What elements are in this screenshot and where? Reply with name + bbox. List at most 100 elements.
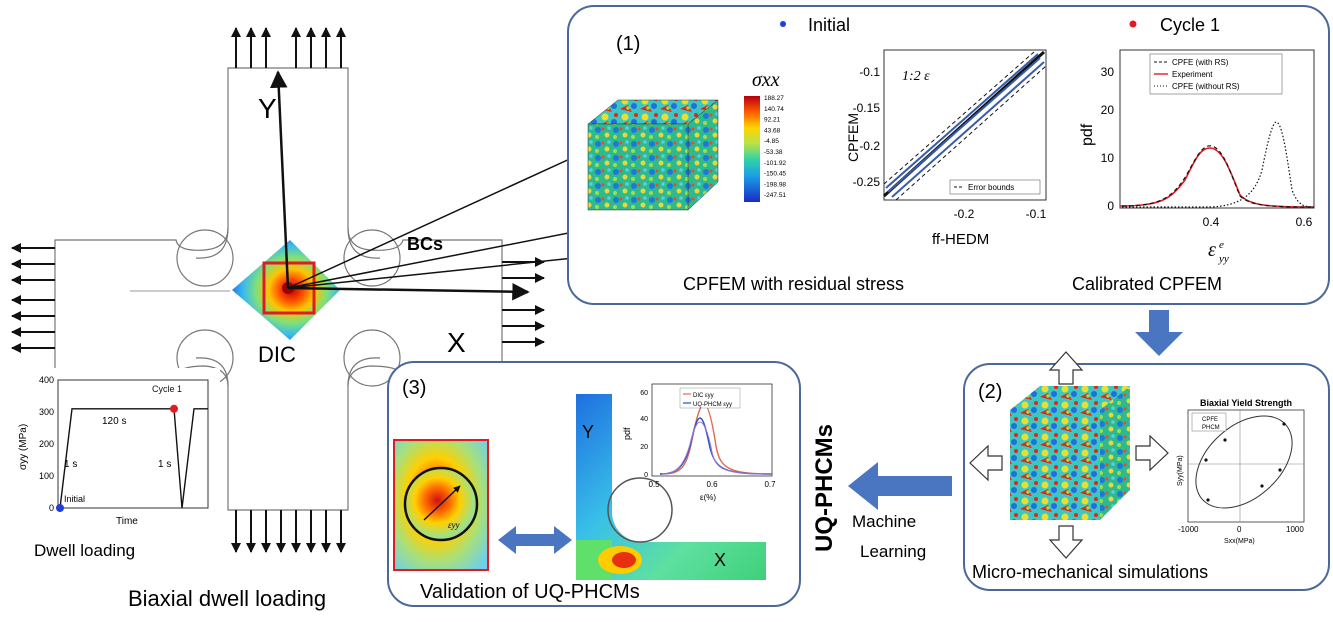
colorbar-tick-7: -150.45: [764, 171, 786, 178]
yield-ellipse-plot: Biaxial Yield Strength CPFE PHCM Syy(MPa…: [1177, 398, 1305, 545]
panel-1-caption-left: CPFEM with residual stress: [683, 274, 904, 294]
colorbar-tick-5: -53.38: [764, 149, 783, 156]
pdf-plot: CPFE (with RS) Experiment CPFE (without …: [1079, 49, 1315, 265]
pdf-xlabel: ε: [1208, 239, 1216, 261]
scatter-xtick-0: -0.2: [954, 207, 975, 221]
specimen-y-label: Y: [258, 93, 277, 124]
dwell-ytick-1: 100: [39, 471, 54, 481]
svg-text:yy: yy: [1218, 253, 1229, 265]
load-block-arrows: [969, 351, 1169, 559]
arrow-to-panel-3: [848, 462, 952, 510]
uq-phcms-label: UQ-PHCMs: [811, 424, 838, 552]
validation-ytick-0: 0: [644, 472, 648, 479]
panel-3-caption: Validation of UQ-PHCMs: [420, 581, 640, 603]
colorbar-tick-1: 140.74: [764, 106, 784, 113]
colorbar-tick-3: 43.68: [764, 127, 781, 134]
dwell-ylabel: σyy (MPa): [18, 424, 29, 470]
scatter-ticks: -0.1-0.15-0.2-0.25-0.2-0.1: [853, 65, 1047, 221]
validation-ytick-2: 40: [640, 416, 648, 423]
pdf-xtick-0: 0.4: [1203, 215, 1220, 229]
colorbar-tick-8: -198.98: [764, 181, 786, 188]
dwell-ytick-0: 0: [49, 503, 54, 513]
pdf-legend-0: CPFE (with RS): [1172, 58, 1229, 67]
ellipse-legend-1: PHCM: [1202, 425, 1220, 431]
scatter-xlabel: ff-HEDM: [932, 231, 989, 248]
dic-label: DIC: [258, 342, 296, 367]
cpfe-without-rs-curve: [1122, 121, 1315, 208]
legend-initial-label: Initial: [808, 15, 850, 35]
panel-2-number: (2): [978, 381, 1002, 403]
colorbar-tick-6: -101.92: [764, 160, 786, 167]
validation-ticks: 0 20 40 60 0.5 0.6 0.7: [640, 390, 776, 489]
validation-xtick-0: 0.5: [648, 480, 660, 489]
scatter-annotation: 1:2 ε: [902, 69, 930, 84]
cycle1-marker: [170, 404, 178, 413]
pdf-ytick-0: 0: [1107, 199, 1114, 213]
scatter-ytick-0: -0.1: [859, 65, 880, 79]
ml-label-line1: Machine: [852, 512, 916, 531]
ml-label-line2: Learning: [860, 542, 926, 561]
phcm-contour: Y X: [576, 394, 766, 580]
ellipse-title: Biaxial Yield Strength: [1200, 398, 1292, 408]
panel-1-caption-right: Calibrated CPFEM: [1072, 274, 1222, 294]
scatter-ytick-1: -0.15: [853, 101, 881, 115]
pdf-legend-2: CPFE (without RS): [1172, 82, 1240, 91]
cruciform-specimen: Y X DIC BCs Biaxial dwell loading: [11, 27, 862, 611]
micro-cube: [1010, 386, 1130, 520]
pdf-ylabel: pdf: [1079, 123, 1096, 146]
pdf-ytick-3: 30: [1101, 65, 1115, 79]
dwell-xlabel: Time: [116, 516, 138, 527]
cycle1-label: Cycle 1: [152, 384, 182, 394]
load-arrows-bottom: [231, 510, 346, 553]
validation-ylabel: pdf: [622, 427, 632, 440]
ellipse-xtick-1: 0: [1237, 525, 1242, 534]
pdf-xtick-1: 0.6: [1296, 215, 1313, 229]
load-arrows-right: [502, 257, 545, 347]
dwell-ytick-2: 200: [39, 439, 54, 449]
ellipse-xtick-2: 1000: [1286, 525, 1304, 534]
ellipse-xtick-0: -1000: [1178, 525, 1199, 534]
panel-3: (3) εyy Y X DIC εyy: [387, 361, 801, 607]
yield-ellipse: [1195, 415, 1293, 509]
panel-2: (2) Biaxial Yield Strength CPFE: [963, 351, 1330, 591]
circle-label: εyy: [448, 520, 460, 530]
grain-structure-block: [587, 99, 719, 211]
colorbar-tick-9: -247.51: [764, 192, 786, 199]
scatter-ylabel: CPFEM: [845, 113, 861, 162]
specimen-caption: Biaxial dwell loading: [128, 586, 326, 611]
bcs-label: BCs: [407, 234, 443, 254]
svg-text:e: e: [1219, 239, 1224, 251]
validation-ytick-1: 20: [640, 444, 648, 451]
scatter-ytick-3: -0.25: [853, 175, 881, 189]
validation-ytick-3: 60: [640, 390, 648, 397]
dwell-axes: [57, 379, 209, 509]
validation-xtick-1: 0.6: [706, 480, 718, 489]
validation-legend-1: UQ-PHCM εyy: [693, 402, 732, 408]
legend-initial-dot: [780, 21, 786, 27]
ellipse-xlabel: Sxx(MPa): [1224, 538, 1255, 545]
cpfe-with-rs-curve: [1121, 145, 1315, 208]
panel-1-number: (1): [616, 33, 640, 55]
specimen-x-label: X: [447, 327, 466, 358]
scatter-plot: 1:2 ε Error bounds -0.1-0.15-0.2-0.25-0.…: [845, 49, 1047, 248]
panel-3-number: (3): [402, 377, 426, 399]
validation-xlabel: ε(%): [700, 493, 716, 502]
hold-time-label: 120 s: [102, 416, 126, 427]
ramp-up-label: 1 s: [64, 459, 77, 470]
uq-phcm-distribution: [659, 417, 773, 475]
scatter-xtick-1: -0.1: [1026, 207, 1047, 221]
colorbar-tick-2: 92.21: [764, 117, 781, 124]
load-arrows-top: [231, 27, 346, 68]
validation-xtick-2: 0.7: [764, 480, 776, 489]
initial-label: Initial: [64, 494, 85, 504]
colorbar-ticks: 188.27140.7492.2143.68-4.85-53.38-101.92…: [764, 95, 786, 199]
dic-validation-square: εyy: [393, 439, 489, 571]
initial-marker: [56, 504, 64, 512]
dwell-ytick-3: 300: [39, 407, 54, 417]
ellipse-ylabel: Syy(MPa): [1177, 455, 1184, 486]
pdf-ytick-1: 10: [1101, 151, 1115, 165]
lower-error-bound: [895, 65, 1047, 201]
validation-legend-0: DIC εyy: [693, 393, 714, 399]
